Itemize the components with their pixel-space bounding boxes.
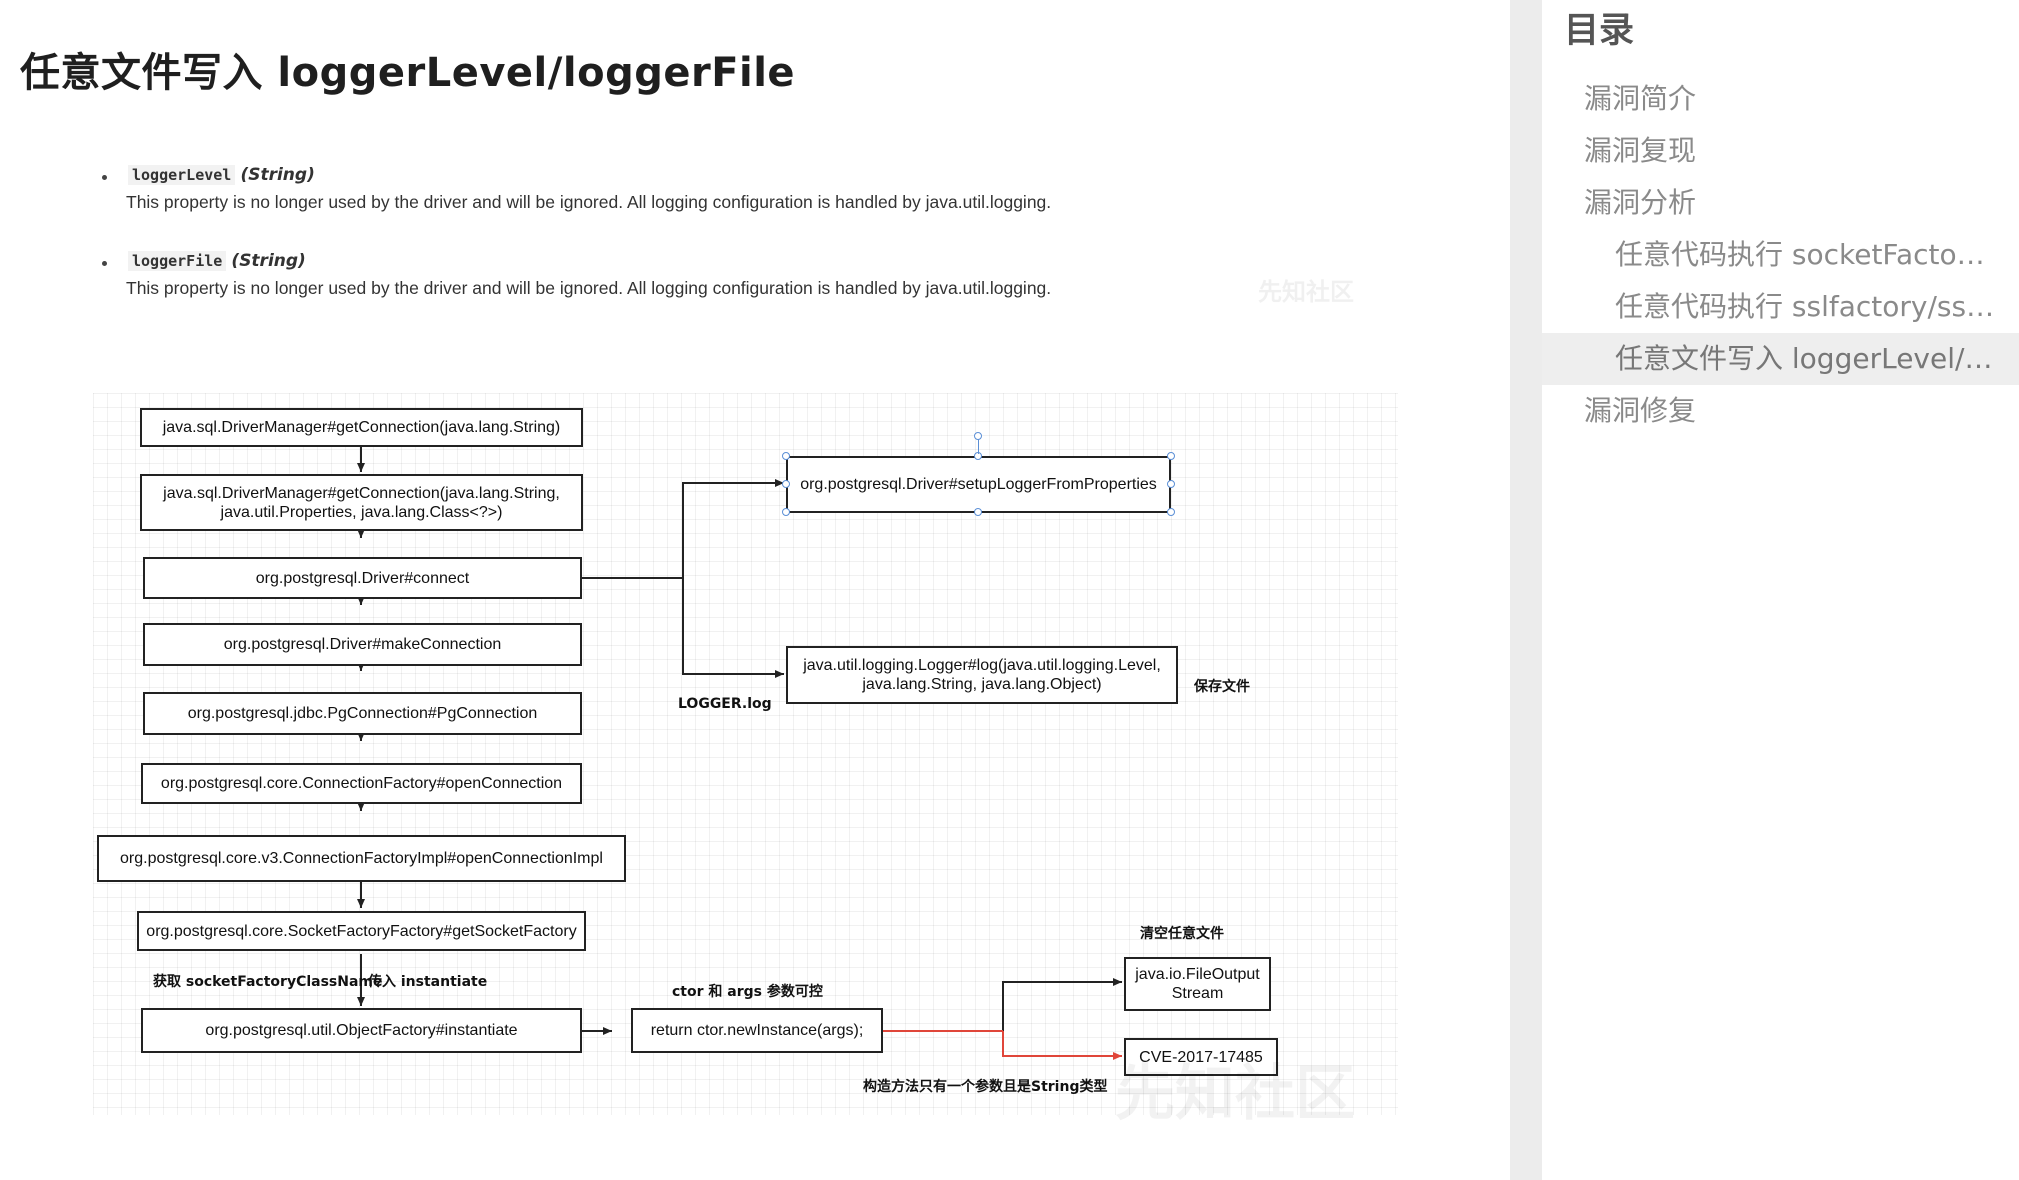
label-constructor-note: 构造方法只有一个参数且是String类型 <box>863 1079 1108 1095</box>
rotate-handle-line <box>978 438 979 454</box>
node-connectionfactoryimpl: org.postgresql.core.v3.ConnectionFactory… <box>97 835 626 882</box>
resize-handle[interactable] <box>782 452 790 460</box>
resize-handle[interactable] <box>782 508 790 516</box>
label-ctor-args: ctor 和 args 参数可控 <box>672 984 823 1000</box>
resize-handle[interactable] <box>974 508 982 516</box>
toc-list: 漏洞简介 漏洞复现 漏洞分析 任意代码执行 socketFactory/sock… <box>1542 73 2019 437</box>
scrollbar-track[interactable] <box>1510 0 1542 1180</box>
list-item: loggerLevel (String) This property is no… <box>102 162 1052 213</box>
toc-item-rce-sslfactory[interactable]: 任意代码执行 sslfactory/sslfactoryarg <box>1615 290 2019 323</box>
node-logger-log: java.util.logging.Logger#log(java.util.l… <box>786 646 1178 704</box>
toc-item-reproduce[interactable]: 漏洞复现 <box>1584 134 1697 167</box>
list-item: loggerFile (String) This property is no … <box>102 248 1052 299</box>
resize-handle[interactable] <box>782 480 790 488</box>
article-content: 任意文件写入 loggerLevel/loggerFile loggerLeve… <box>20 50 1398 1129</box>
toc-item-fix[interactable]: 漏洞修复 <box>1584 394 1697 427</box>
property-type: (String) <box>240 165 315 185</box>
toc-title: 目录 <box>1564 11 1635 51</box>
page-title: 任意文件写入 loggerLevel/loggerFile <box>20 50 796 96</box>
property-name: loggerFile <box>128 251 227 271</box>
table-of-contents: 目录 漏洞简介 漏洞复现 漏洞分析 任意代码执行 socketFactory/s… <box>1542 0 2019 1180</box>
node-setuploggerfromproperties[interactable]: org.postgresql.Driver#setupLoggerFromPro… <box>786 456 1171 513</box>
label-get-class-name: 获取 socketFactoryClassName <box>153 974 383 990</box>
call-flow-diagram: java.sql.DriverManager#getConnection(jav… <box>93 393 1398 1115</box>
label-logger-log: LOGGER.log <box>678 696 772 712</box>
edge-arrow <box>883 978 1122 1032</box>
node-driver-makeconnection: org.postgresql.Driver#makeConnection <box>143 623 582 666</box>
toc-item-file-write-logger[interactable]: 任意文件写入 loggerLevel/loggerFile <box>1542 333 2019 385</box>
bullet-icon <box>102 175 107 180</box>
property-description: This property is no longer used by the d… <box>126 192 1052 212</box>
node-pgconnection: org.postgresql.jdbc.PgConnection#PgConne… <box>143 692 582 735</box>
property-heading: loggerFile (String) <box>128 248 1051 274</box>
node-getconnection-string: java.sql.DriverManager#getConnection(jav… <box>140 408 583 447</box>
resize-handle[interactable] <box>1167 452 1175 460</box>
node-newinstance: return ctor.newInstance(args); <box>631 1008 883 1053</box>
resize-handle[interactable] <box>1167 508 1175 516</box>
node-connectionfactory-open: org.postgresql.core.ConnectionFactory#op… <box>141 763 582 804</box>
label-save-file: 保存文件 <box>1194 679 1250 695</box>
node-fileoutputstream: java.io.FileOutput Stream <box>1124 957 1271 1011</box>
toc-item-rce-socketfactory[interactable]: 任意代码执行 socketFactory/socketFactoryArg <box>1615 238 2019 271</box>
property-type: (String) <box>231 251 306 271</box>
property-type-name: String <box>248 165 308 185</box>
bullet-icon <box>102 261 107 266</box>
label-pass-instantiate: 传入 instantiate <box>368 974 488 990</box>
label-clear-file: 清空任意文件 <box>1140 926 1224 942</box>
property-type-name: String <box>239 251 299 271</box>
property-description: This property is no longer used by the d… <box>126 278 1052 298</box>
watermark: 先知社区 <box>1258 278 1354 306</box>
edge-arrow <box>582 479 784 579</box>
property-heading: loggerLevel (String) <box>128 162 1051 188</box>
resize-handle[interactable] <box>1167 480 1175 488</box>
property-list: loggerLevel (String) This property is no… <box>102 162 1052 334</box>
toc-item-intro[interactable]: 漏洞简介 <box>1584 82 1697 115</box>
node-objectfactory-instantiate: org.postgresql.util.ObjectFactory#instan… <box>141 1008 582 1053</box>
rotate-handle[interactable] <box>974 432 982 440</box>
node-socketfactoryfactory: org.postgresql.core.SocketFactoryFactory… <box>137 911 586 951</box>
edge-arrow <box>682 578 784 678</box>
node-getconnection-properties: java.sql.DriverManager#getConnection(jav… <box>140 474 583 531</box>
node-cve-2017-17485: CVE-2017-17485 <box>1124 1038 1278 1076</box>
node-driver-connect: org.postgresql.Driver#connect <box>143 557 582 599</box>
toc-item-analysis[interactable]: 漏洞分析 <box>1584 186 1697 219</box>
edge-arrow-red <box>1002 1031 1122 1060</box>
property-name: loggerLevel <box>128 165 236 185</box>
